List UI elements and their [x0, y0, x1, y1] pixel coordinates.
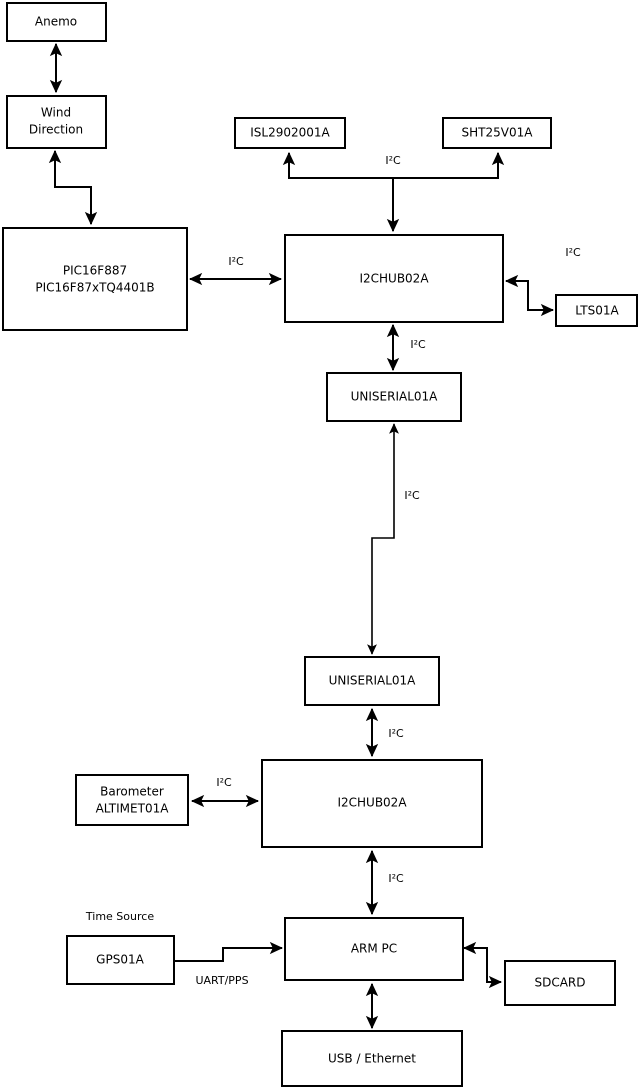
edge-armpc-sdcard — [462, 941, 503, 989]
edge-uniserialbot-hubbot: I²C — [365, 707, 404, 758]
node-uniserial01a-top[interactable]: UNISERIAL01A — [326, 372, 462, 422]
edge-label-uniserial-link: I²C — [404, 489, 420, 502]
edge-hubtop-sensors: I²C — [282, 151, 505, 233]
node-uniserial01a-top-label: UNISERIAL01A — [351, 390, 439, 404]
node-i2chub02a-top[interactable]: I2CHUB02A — [284, 234, 504, 323]
node-barometer-label-line1: Barometer — [100, 785, 164, 799]
node-sht25v01a-rect[interactable] — [442, 117, 552, 149]
edge-wind-pic-line — [48, 149, 98, 226]
node-usb-ethernet[interactable]: USB / Ethernet — [281, 1030, 463, 1087]
edge-pic-hubtop: I²C — [188, 255, 283, 286]
edge-gps-armpc: UART/PPS — [173, 941, 284, 987]
node-barometer-label-line2: ALTIMET01A — [96, 802, 170, 816]
node-lts01a[interactable]: LTS01A — [555, 294, 638, 327]
node-isl2902001a[interactable]: ISL2902001A — [234, 117, 346, 149]
node-lts01a-label: LTS01A — [575, 304, 619, 318]
node-sdcard-rect[interactable] — [504, 960, 616, 1006]
node-arm-pc-label: ARM PC — [351, 942, 397, 956]
node-i2chub02a-top-rect[interactable] — [284, 234, 504, 323]
edge-uniserial-link-line — [367, 423, 399, 655]
node-i2chub02a-bottom-label: I2CHUB02A — [337, 796, 407, 810]
node-i2chub02a-bottom[interactable]: I2CHUB02A — [261, 759, 483, 848]
edge-label-hub-uniserial: I²C — [410, 338, 426, 351]
node-anemo-label: Anemo — [35, 15, 77, 29]
node-pic16f887-label-line2: PIC16F87xTQ4401B — [35, 281, 154, 295]
node-pic16f887[interactable]: PIC16F887 PIC16F87xTQ4401B — [2, 227, 188, 331]
node-uniserial01a-bottom-label: UNISERIAL01A — [329, 674, 417, 688]
edge-wind-pic — [48, 149, 98, 226]
edge-hubbot-armpc: I²C — [365, 849, 404, 916]
edge-label-hub-sensors: I²C — [385, 154, 401, 167]
node-lts01a-rect[interactable] — [555, 294, 638, 327]
node-usb-ethernet-rect[interactable] — [281, 1030, 463, 1087]
edge-label-hubbot-armpc: I²C — [388, 872, 404, 885]
edge-barometer-hubbot: I²C — [190, 776, 260, 808]
node-sht25v01a[interactable]: SHT25V01A — [442, 117, 552, 149]
edge-label-gps-armpc: UART/PPS — [195, 974, 248, 987]
node-uniserial01a-bottom[interactable]: UNISERIAL01A — [304, 656, 440, 706]
node-uniserial01a-bottom-rect[interactable] — [304, 656, 440, 706]
node-gps01a[interactable]: GPS01A — [66, 935, 175, 985]
edge-hubtop-lts-line — [504, 274, 555, 317]
edge-label-barometer-hubbot: I²C — [216, 776, 232, 789]
node-wind-direction-label-line1: Wind — [41, 106, 71, 120]
node-sht25v01a-label: SHT25V01A — [462, 126, 534, 140]
node-isl2902001a-rect[interactable] — [234, 117, 346, 149]
node-i2chub02a-bottom-rect[interactable] — [261, 759, 483, 848]
node-sdcard[interactable]: SDCARD — [504, 960, 616, 1006]
node-barometer-altimet01a-rect[interactable] — [75, 774, 189, 826]
node-pic16f887-rect[interactable] — [2, 227, 188, 331]
node-gps01a-label: GPS01A — [96, 953, 144, 967]
edge-label-pic-hub: I²C — [228, 255, 244, 268]
node-anemo-rect[interactable] — [6, 2, 107, 42]
node-arm-pc-rect[interactable] — [284, 917, 464, 981]
node-sdcard-label: SDCARD — [534, 976, 585, 990]
edge-hubtop-lts: I²C — [504, 246, 581, 317]
edge-armpc-sdcard-line — [462, 941, 503, 989]
edge-hubtop-uniserialtop: I²C — [386, 323, 426, 372]
node-uniserial01a-top-rect[interactable] — [326, 372, 462, 422]
node-pic16f887-label-line1: PIC16F887 — [63, 264, 127, 278]
edge-uniserial-link: I²C — [367, 423, 420, 655]
node-anemo[interactable]: Anemo — [6, 2, 107, 42]
edge-gps-armpc-line — [173, 941, 284, 962]
node-usb-ethernet-label: USB / Ethernet — [328, 1052, 416, 1066]
edge-label-hub-lts: I²C — [565, 246, 581, 259]
node-wind-direction-rect[interactable] — [6, 95, 107, 149]
node-wind-direction-label-line2: Direction — [29, 123, 83, 137]
time-source-label: Time Source — [85, 910, 154, 923]
edge-label-uniserial-hubbot: I²C — [388, 727, 404, 740]
node-i2chub02a-top-label: I2CHUB02A — [359, 272, 429, 286]
node-arm-pc[interactable]: ARM PC — [284, 917, 464, 981]
node-wind-direction[interactable]: Wind Direction — [6, 95, 107, 149]
node-isl2902001a-label: ISL2902001A — [250, 126, 330, 140]
node-barometer-altimet01a[interactable]: Barometer ALTIMET01A — [75, 774, 189, 826]
node-gps01a-rect[interactable] — [66, 935, 175, 985]
